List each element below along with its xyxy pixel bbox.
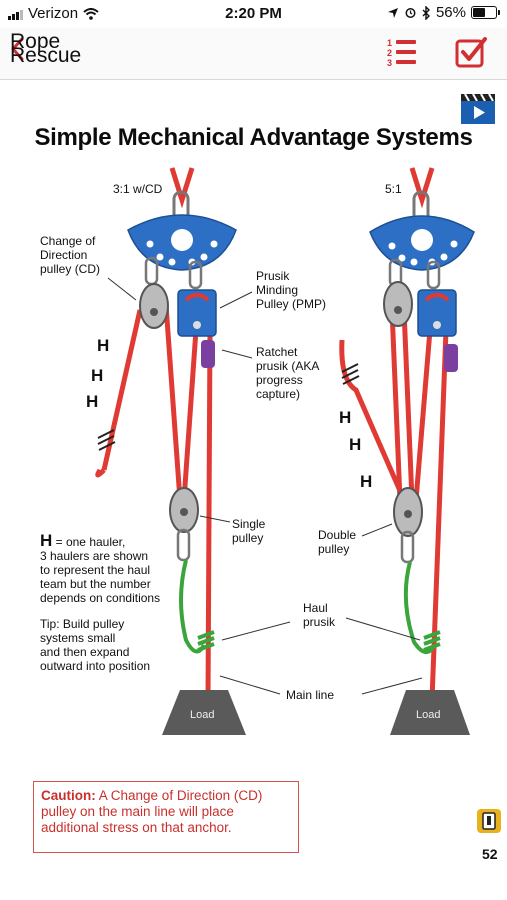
list-digit-2: 2 <box>387 48 392 58</box>
right-system-graphic <box>339 167 475 735</box>
page-number: 52 <box>482 846 498 862</box>
caution-box: Caution: A Change of Direction (CD) pull… <box>33 781 299 853</box>
battery-icon <box>471 6 500 19</box>
status-left: Verizon <box>8 5 99 22</box>
nav-bar: Rope Rescue 1 2 3 <box>0 28 507 80</box>
list-digit-3: 3 <box>387 58 392 68</box>
tip-text: Tip: Build pulley systems small and then… <box>40 617 151 673</box>
wifi-icon <box>83 7 99 20</box>
hauler-mark: H <box>339 408 352 427</box>
signal-icon <box>8 8 23 20</box>
hauler-mark: H <box>91 366 104 385</box>
list-digit-1: 1 <box>387 38 392 48</box>
video-clapper-icon[interactable] <box>459 88 497 126</box>
left-system-label: 3:1 w/CD <box>113 182 163 196</box>
single-pulley-label: Single pulley <box>232 517 266 545</box>
cd-pulley-label: Change of Direction pulley (CD) <box>40 234 101 276</box>
hauler-mark: H <box>86 392 99 411</box>
right-system-label: 5:1 <box>385 182 402 196</box>
battery-percent: 56% <box>435 4 466 21</box>
bookmark-icon[interactable] <box>476 808 502 834</box>
numbered-list-icon[interactable]: 1 2 3 <box>386 36 420 70</box>
alarm-icon <box>405 8 416 18</box>
location-icon <box>387 7 398 18</box>
pmp-label: Prusik Minding Pulley (PMP) <box>256 269 327 311</box>
hauler-mark: H <box>97 336 110 355</box>
back-label: Rope Rescue <box>10 30 82 67</box>
caution-label: Caution: <box>41 788 96 803</box>
pulley-systems-diagram <box>95 167 475 735</box>
chevron-left-icon <box>11 37 24 61</box>
status-bar: Verizon 2:20 PM 56% <box>0 0 507 28</box>
main-line-label: Main line <box>286 688 335 702</box>
page-title: Simple Mechanical Advantage Systems <box>34 124 473 151</box>
haul-prusik-label: Haul prusik <box>303 601 336 629</box>
caution-text: A Change of Direction (CD) pulley on the… <box>41 788 263 835</box>
checkbox-icon[interactable] <box>455 36 487 68</box>
hauler-mark: H <box>360 472 373 491</box>
hauler-mark: H <box>349 435 362 454</box>
hauler-legend: H = one hauler, 3 haulers are shown to r… <box>40 531 161 605</box>
status-right: 56% <box>387 4 500 21</box>
ratchet-prusik-label: Ratchet prusik (AKA progress capture) <box>256 345 320 401</box>
back-button[interactable]: Rope Rescue <box>10 31 81 66</box>
legend-h: H <box>40 531 53 550</box>
load-label-right: Load <box>416 709 441 721</box>
bluetooth-icon <box>422 5 430 20</box>
load-label-left: Load <box>190 709 215 721</box>
double-pulley-label: Double pulley <box>318 528 357 556</box>
legend-text: = one hauler, 3 haulers are shown to rep… <box>40 535 161 605</box>
status-time: 2:20 PM <box>225 5 282 22</box>
carrier-name: Verizon <box>28 5 79 22</box>
left-system-graphic <box>95 167 291 735</box>
